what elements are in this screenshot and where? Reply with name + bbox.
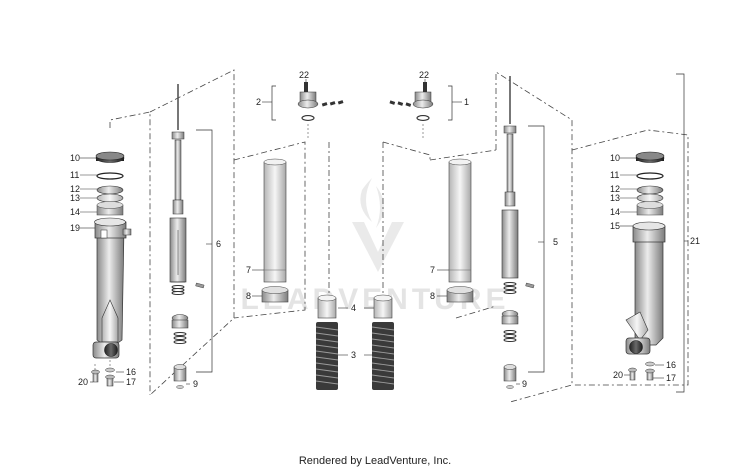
callout-7-left: 7: [246, 265, 251, 275]
right-spring: [371, 322, 395, 390]
callout-1: 1: [464, 97, 469, 107]
watermark-logo: [352, 178, 404, 272]
left-fork-tube-and-cap: [233, 82, 344, 319]
callout-13-right: 13: [610, 193, 620, 203]
right-outer-tube-assembly: [571, 73, 689, 393]
callout-16-left: 16: [126, 367, 136, 377]
callout-20-left: 20: [78, 377, 88, 387]
callout-12-left: 12: [70, 184, 80, 194]
callout-5: 5: [553, 237, 558, 247]
callout-6: 6: [216, 239, 221, 249]
right-fork-tube: [382, 141, 497, 319]
fork-springs-and-spacers: [315, 142, 395, 390]
callout-11-right: 11: [610, 170, 619, 180]
callout-9-right: 9: [522, 379, 527, 389]
callout-7-right: 7: [430, 265, 435, 275]
callout-11-left: 11: [70, 170, 79, 180]
left-outer-tube-assembly: [91, 111, 151, 395]
callout-15: 15: [610, 221, 620, 231]
callout-labels: 10 11 12 13 14 19 16 17 20 9 6 7 8 2 22 …: [70, 70, 700, 389]
callout-10-right: 10: [610, 153, 620, 163]
leader-lines: [80, 79, 688, 385]
right-damper-cartridge: [495, 71, 573, 403]
render-credit: Rendered by LeadVenture, Inc.: [298, 455, 452, 467]
callout-4: 4: [351, 303, 356, 313]
callout-13-left: 13: [70, 193, 80, 203]
left-damper-cartridge: [149, 69, 235, 396]
callout-3: 3: [351, 350, 356, 360]
callout-17-left: 17: [126, 377, 136, 387]
callout-8-right: 8: [430, 291, 435, 301]
callout-21: 21: [690, 236, 700, 246]
callout-19: 19: [70, 223, 80, 233]
callout-9-left: 9: [193, 379, 198, 389]
callout-8-left: 8: [246, 291, 251, 301]
callout-14-right: 14: [610, 207, 620, 217]
left-spring: [315, 322, 339, 390]
callout-22-right: 22: [419, 70, 429, 80]
callout-17-right: 17: [666, 373, 676, 383]
callout-2: 2: [256, 97, 261, 107]
callout-16-right: 16: [666, 360, 676, 370]
callout-12-right: 12: [610, 184, 620, 194]
right-fork-cap: [389, 82, 453, 140]
callout-14-left: 14: [70, 207, 80, 217]
callout-22-left: 22: [299, 70, 309, 80]
callout-20-right: 20: [613, 370, 623, 380]
callout-10-left: 10: [70, 153, 80, 163]
